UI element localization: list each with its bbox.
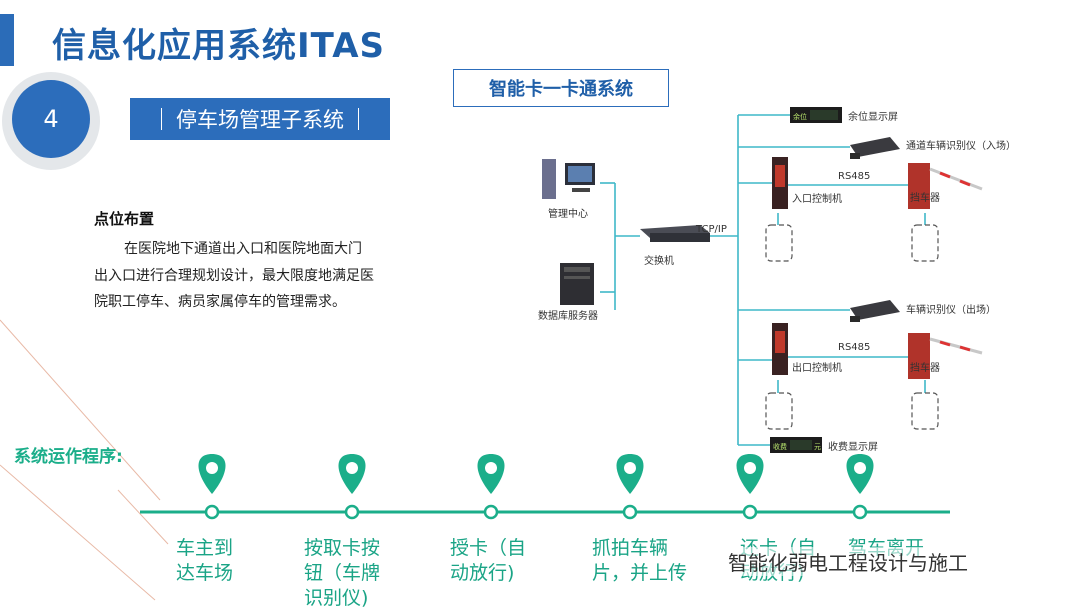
- svg-text:余位: 余位: [793, 112, 807, 121]
- remaining-display-icon: 余位: [790, 107, 842, 123]
- decorative-lines: [0, 319, 169, 601]
- title-accent-bar: [0, 14, 14, 66]
- timeline-node: [742, 504, 758, 520]
- exit-camera-label: 车辆识别仪（出场）: [906, 303, 996, 316]
- process-step-label: 按取卡按钮（车牌识别仪): [304, 537, 381, 609]
- location-pin-center: [346, 462, 358, 474]
- location-pin-center: [206, 462, 218, 474]
- process-timeline: [140, 454, 950, 520]
- entry-camera-icon: [850, 137, 900, 159]
- entry-camera-label: 通道车辆识别仪（入场）: [906, 139, 1016, 152]
- exit-camera-icon: [850, 300, 900, 322]
- barrier-gate-icon: [908, 163, 983, 209]
- entry-controller-icon: [772, 157, 788, 209]
- page-title: 信息化应用系统ITAS: [52, 26, 386, 66]
- entry-controller-label: 入口控制机: [792, 192, 842, 205]
- process-step-label: 抓拍车辆片，并上传: [592, 537, 688, 584]
- timeline-node: [344, 504, 360, 520]
- point-layout-description: 在医院地下通道出入口和医院地面大门出入口进行合理规划设计，最大限度地满足医院职工…: [94, 241, 374, 310]
- subsystem-title: 停车场管理子系统: [176, 108, 344, 132]
- entry-loop-detector-b: [911, 224, 939, 262]
- point-layout-heading: 点位布置: [94, 210, 155, 228]
- entry-loop-detector-a: [765, 224, 793, 262]
- tcpip-label: TCP/IP: [695, 224, 727, 235]
- location-pin-center: [624, 462, 636, 474]
- location-pin-center: [744, 462, 756, 474]
- svg-text:元: 元: [814, 443, 821, 451]
- process-label: 系统运作程序:: [14, 447, 123, 467]
- location-pin-center: [854, 462, 866, 474]
- barrier-bottom-label: 挡车器: [910, 361, 940, 374]
- barrier-gate-icon: [908, 333, 983, 379]
- parking-system-diagram: 管理中心 数据库服务器 交换机 TCP/IP 余位 余位显示屏 通道车辆识别仪（…: [538, 107, 1016, 453]
- section-number-badge: 4: [12, 80, 90, 158]
- database-server-label: 数据库服务器: [538, 309, 598, 322]
- process-step-label: 授卡（自动放行): [450, 537, 527, 584]
- section-number: 4: [43, 105, 59, 133]
- exit-controller-icon: [772, 323, 788, 375]
- switch-label: 交换机: [644, 254, 674, 267]
- svg-text:收费: 收费: [773, 442, 787, 451]
- banner-divider-left: [161, 108, 162, 130]
- exit-loop-detector-a: [765, 392, 793, 430]
- remaining-display-label: 余位显示屏: [848, 110, 898, 123]
- rs485-top-label: RS485: [838, 171, 870, 182]
- computer-icon: [542, 159, 595, 199]
- barrier-top-label: 挡车器: [910, 191, 940, 204]
- timeline-node: [483, 504, 499, 520]
- watermark: 智能化弱电工程设计与施工: [728, 547, 968, 576]
- subsystem-banner: 停车场管理子系统: [130, 98, 390, 140]
- network-switch-icon: [640, 225, 710, 242]
- process-step-label: 车主到达车场: [176, 537, 234, 584]
- rs485-bottom-label: RS485: [838, 342, 870, 353]
- exit-controller-label: 出口控制机: [792, 361, 842, 374]
- fee-display-icon: 收费 元: [770, 437, 822, 453]
- timeline-node: [622, 504, 638, 520]
- server-icon: [560, 263, 594, 305]
- location-pin-center: [485, 462, 497, 474]
- banner-divider-right: [358, 108, 359, 130]
- exit-loop-detector-b: [911, 392, 939, 430]
- fee-display-label: 收费显示屏: [828, 440, 878, 453]
- timeline-node: [852, 504, 868, 520]
- timeline-node: [204, 504, 220, 520]
- diagram-title: 智能卡一卡通系统: [453, 69, 669, 107]
- management-center-label: 管理中心: [548, 207, 588, 220]
